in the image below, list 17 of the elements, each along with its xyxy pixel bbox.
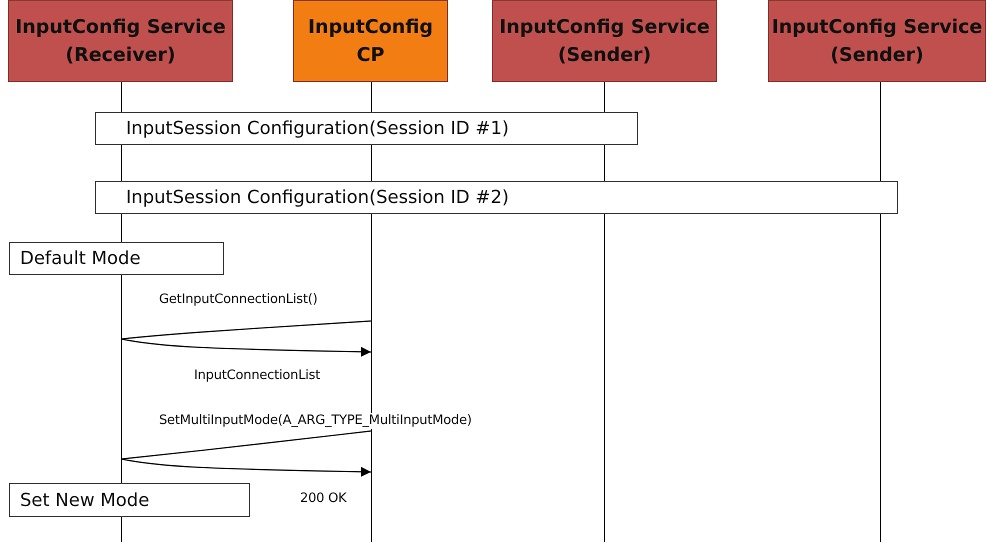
lifeline: [880, 82, 881, 542]
state-box: Set New Mode: [9, 483, 250, 517]
participant-box: InputConfig CP: [293, 0, 448, 82]
span-box: InputSession Configuration(Session ID #1): [95, 112, 638, 145]
span-box: InputSession Configuration(Session ID #2): [95, 181, 898, 214]
lifeline: [121, 82, 122, 542]
lifeline: [371, 82, 372, 542]
participant-box: InputConfig Service (Receiver): [8, 0, 233, 82]
participant-box: InputConfig Service (Sender): [768, 0, 986, 82]
edge-label: SetMultiInputMode(A_ARG_TYPE_MultiInputMode): [158, 413, 473, 429]
message-arrow: [120, 458, 372, 477]
edge-label: GetInputConnectionList(): [158, 292, 318, 308]
state-box: Default Mode: [9, 242, 224, 275]
lifeline: [604, 82, 605, 542]
participant-box: InputConfig Service (Sender): [492, 0, 717, 82]
message-arrow: [120, 338, 372, 357]
edge-label: InputConnectionList: [193, 368, 322, 384]
